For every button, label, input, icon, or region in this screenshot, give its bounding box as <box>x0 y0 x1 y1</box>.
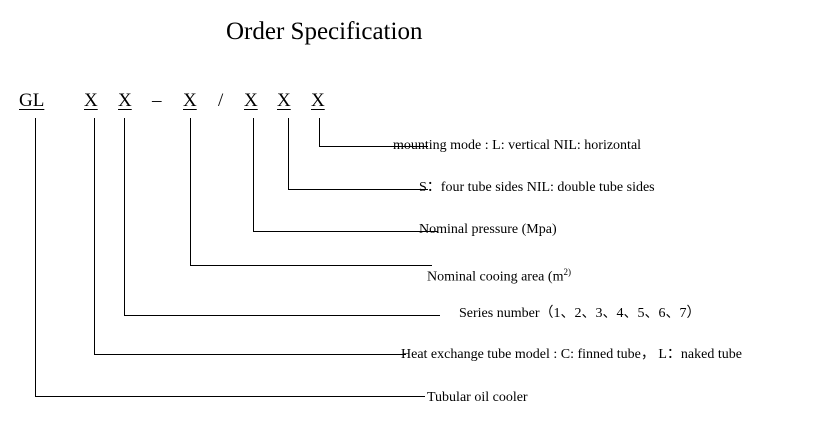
label-tubular-oil-cooler: Tubular oil cooler <box>427 390 528 405</box>
label-nominal-cooling-area: Nominal cooing area (m2) <box>427 263 571 287</box>
leader-line-mounting-mode <box>319 118 428 147</box>
code-x-nominal-pressure: X <box>244 90 258 111</box>
label-tube-sides: S：four tube sides NIL: double tube sides <box>419 180 655 195</box>
code-x-nominal-cooling-area: X <box>183 90 197 111</box>
label-nominal-cooling-area-text: Nominal cooing area (m <box>427 269 564 285</box>
leader-line-tube-sides <box>288 118 428 190</box>
label-nominal-cooling-area-superscript: 2) <box>563 267 571 277</box>
leader-line-tubular-oil-cooler <box>35 118 425 397</box>
code-gl: GL <box>19 90 45 111</box>
leader-line-series-number <box>124 118 440 316</box>
code-x-tube-sides: X <box>277 90 291 111</box>
code-dash: – <box>152 90 162 111</box>
code-x-series-number: X <box>118 90 132 111</box>
code-x-heat-exchange-tube-model: X <box>84 90 98 111</box>
code-x-mounting-mode: X <box>311 90 325 111</box>
leader-line-nominal-cooling-area <box>190 118 432 266</box>
page-title: Order Specification <box>226 18 423 45</box>
leader-line-tube-model <box>94 118 406 355</box>
label-mounting-mode: mounting mode : L: vertical NIL: horizon… <box>393 138 642 153</box>
label-series-number: Series number（1、2、3、4、5、6、7） <box>459 306 701 321</box>
label-heat-exchange-tube-model: Heat exchange tube model : C: finned tub… <box>401 347 742 362</box>
leader-line-nominal-pressure <box>253 118 438 232</box>
label-nominal-pressure: Nominal pressure (Mpa) <box>419 222 557 237</box>
code-slash: / <box>218 90 224 111</box>
